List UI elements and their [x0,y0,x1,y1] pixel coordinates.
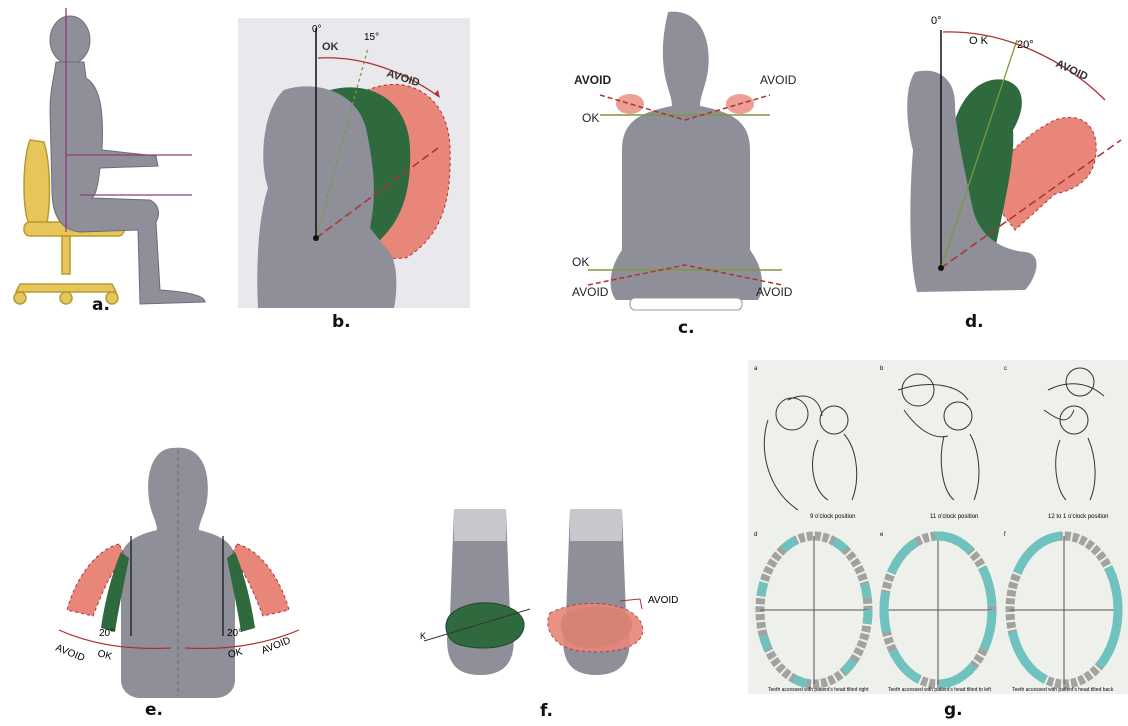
caption-g: g. [944,700,963,720]
torso-figure [611,12,763,300]
ok-left-label: OK [96,648,113,662]
ok-label: OK [322,41,339,53]
pivot-point [938,265,944,271]
angle-left-label: 20° [99,628,114,639]
caption-d: d. [965,312,984,332]
right-hand-avoid [548,603,643,651]
left-hand-ok [446,603,524,648]
panel-d-trunk-lean: 0° O K 20° AVOID d. [895,0,1128,340]
teeth-caption-3: Teeth accessed with patient's head tilte… [1012,687,1114,693]
ok-bottom-label: OK [572,255,589,269]
angle-right-label: 20° [227,628,242,639]
left-forearm-fade [454,509,506,541]
angle-limit-label: 20° [1017,39,1034,51]
clock-positions-figure: a b c 9 o'clock position 11 o'clock posi… [748,360,1128,726]
caption-a: a. [92,295,110,315]
avoid-bottom-right-label: AVOID [756,285,793,299]
pivot-point [313,235,319,241]
ok-top-label: OK [582,111,599,125]
human-figure [50,16,205,304]
dental-arch-right [1010,536,1118,684]
seat-cushion [630,298,742,310]
position-caption-3: 12 to 1 o'clock position [1048,514,1109,520]
ok-label: K [420,631,426,641]
teeth-caption-1: Teeth accessed with patient's head tilte… [768,687,869,693]
panel-a-seated-posture: a. [0,0,215,310]
avoid-top-right-label: AVOID [760,73,797,87]
avoid-top-left-label: AVOID [574,73,611,87]
angle-zero-label: 0° [312,24,322,35]
ok-right-label: OK [227,646,244,660]
caption-f: f. [540,701,553,721]
angle-zero-label: 0° [931,15,942,27]
right-forearm-fade [570,509,622,541]
teeth-caption-2: Teeth accessed with patient's head tilte… [888,687,992,693]
panel-f-wrist-position: AVOID K f. [420,505,690,726]
dental-arch-left [760,536,868,684]
caption-c: c. [678,318,695,338]
sub-letter-c: c [1004,366,1007,372]
avoid-bottom-left-label: AVOID [572,285,609,299]
avoid-label: AVOID [648,595,678,606]
position-caption-1: 9 o'clock position [810,514,856,520]
panel-b-head-tilt: 0° 15° OK AVOID b. [238,18,470,340]
position-caption-2: 11 o'clock position [930,514,978,520]
left-shoulder-avoid [616,94,644,114]
caption-e: e. [145,700,163,720]
panel-e-arm-abduction: AVOID OK 20° 20° OK AVOID e. [55,440,315,726]
panel-c-shoulder-hip-level: AVOID AVOID OK OK AVOID AVOID c. [560,0,810,345]
avoid-label: AVOID [1054,58,1090,83]
caption-b: b. [332,312,351,332]
panel-g-clock-positions: a b c 9 o'clock position 11 o'clock posi… [748,360,1128,726]
sub-letter-d: d [754,532,757,538]
angle-limit-label: 15° [364,32,379,43]
seated-figure-illustration [0,0,215,310]
avoid-left-label: AVOID [55,643,86,665]
ok-label: O K [969,35,989,47]
